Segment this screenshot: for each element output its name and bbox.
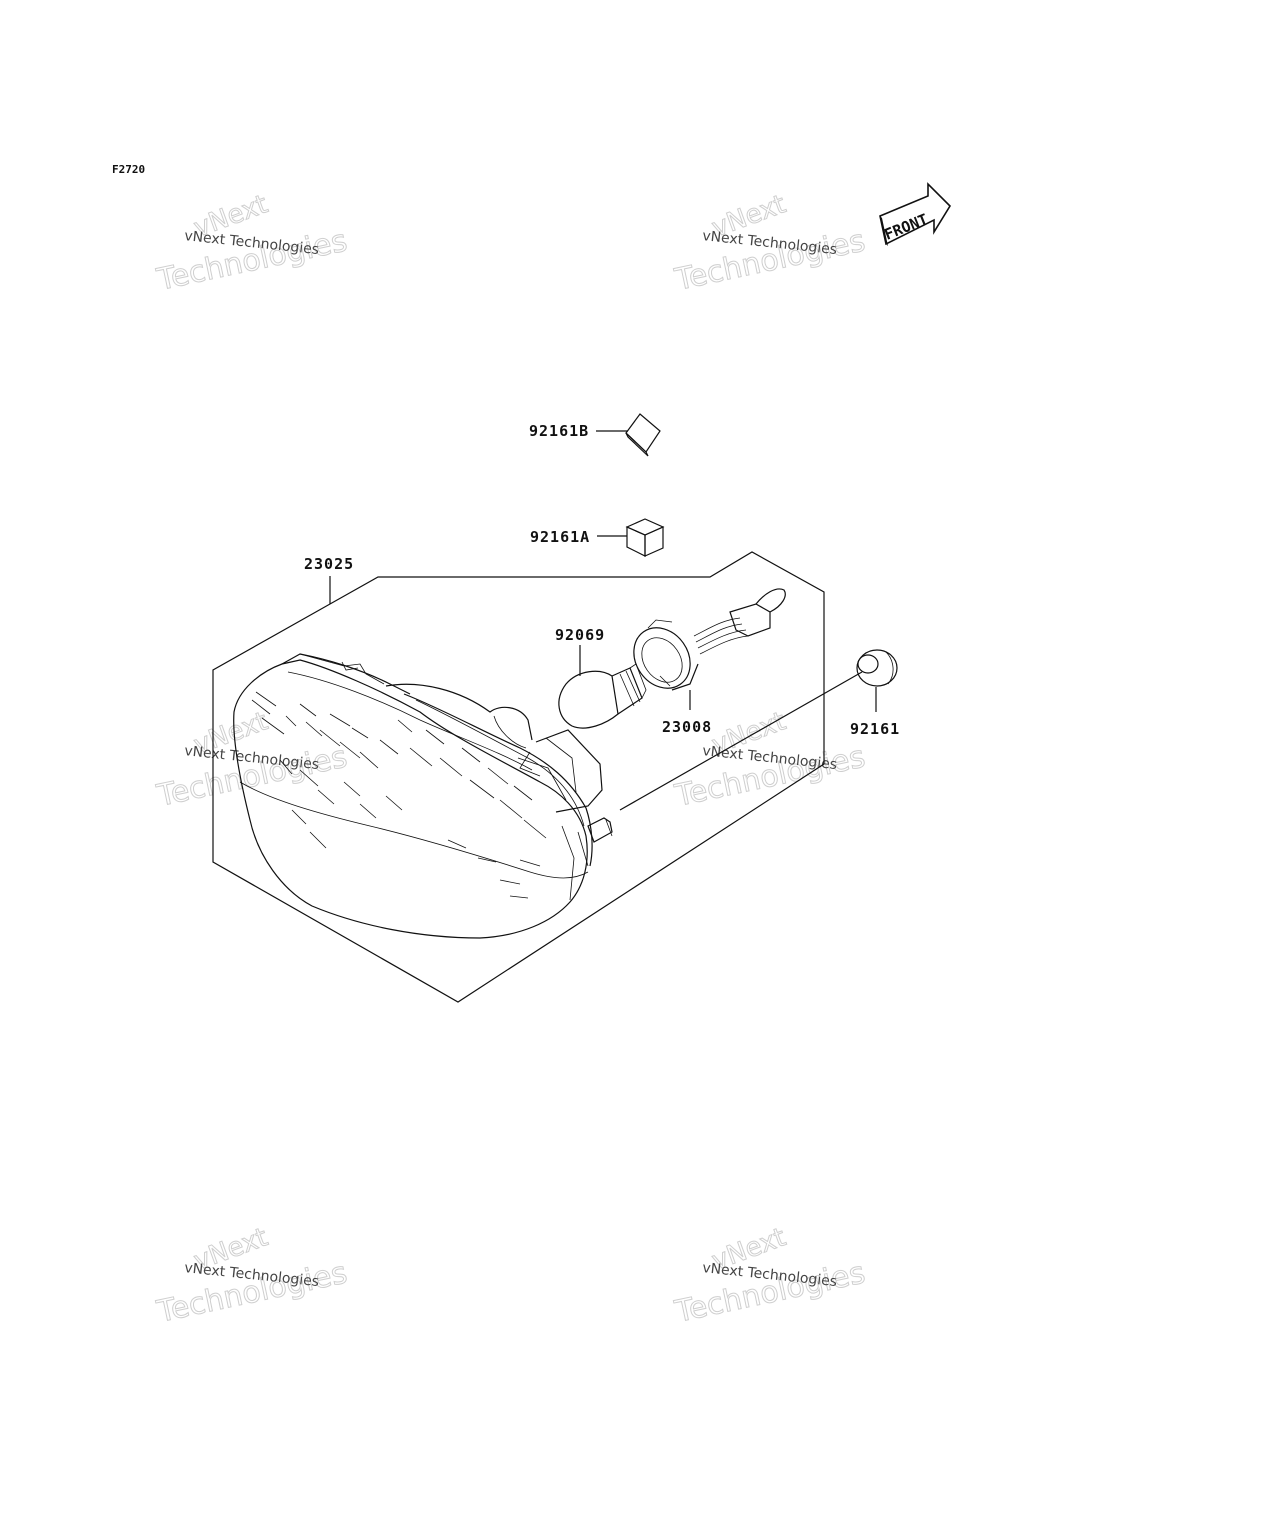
part-23008-socket[interactable] [622, 588, 786, 710]
watermark-top-right: vNext Technologies vNext Technologies [671, 189, 869, 299]
watermark-bottom-right: vNext Technologies vNext Technologies [671, 1222, 869, 1331]
part-92161-grommet[interactable] [856, 649, 898, 712]
watermark-mid-left: vNext Technologies vNext Technologies [153, 706, 351, 815]
front-arrow-icon: FRONT [879, 182, 952, 246]
watermark-top-left: vNext Technologies vNext Technologies [153, 189, 351, 299]
label-92069: 92069 [555, 626, 605, 644]
label-23008: 23008 [662, 718, 712, 736]
label-92161a: 92161A [530, 528, 590, 546]
label-92161b: 92161B [529, 422, 589, 440]
assembly-outline [212, 551, 825, 1003]
part-92161b[interactable] [596, 413, 661, 457]
label-23025: 23025 [304, 555, 354, 573]
part-92069-bulb[interactable] [558, 645, 647, 729]
figure-code: F2720 [112, 163, 145, 176]
label-92161: 92161 [850, 720, 900, 738]
lens-hatching [251, 691, 547, 899]
connection-line [619, 671, 863, 811]
part-92161a[interactable] [597, 518, 665, 557]
part-23025-taillight[interactable] [233, 653, 613, 939]
watermark-bottom-left: vNext Technologies vNext Technologies [153, 1222, 351, 1331]
